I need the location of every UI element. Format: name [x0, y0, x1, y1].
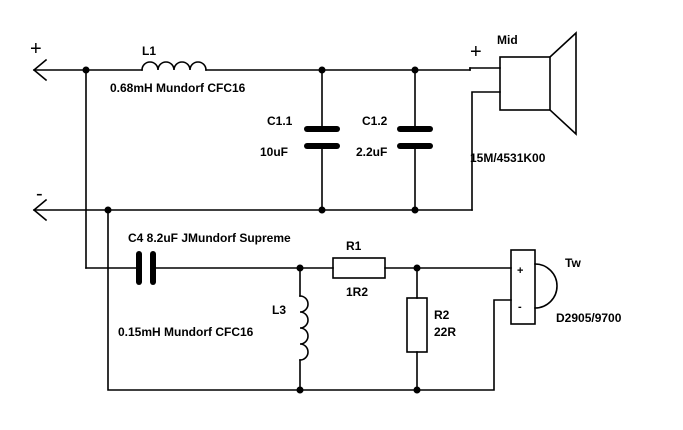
mid-minus-wire — [471, 91, 501, 211]
junction-node — [413, 264, 421, 272]
resistor-r1 — [332, 257, 386, 279]
junction-node — [411, 206, 419, 214]
mid-model-label: 15M/4531K00 — [470, 151, 546, 165]
junction-node — [82, 66, 90, 74]
positive-input-sign: + — [30, 38, 42, 60]
resistor-r2 — [406, 267, 428, 391]
l1-value-label: 0.68mH Mundorf CFC16 — [110, 81, 246, 95]
c1-2-value-label: 2.2uF — [356, 145, 387, 159]
junction-node — [296, 386, 304, 394]
r1-value-label: 1R2 — [346, 285, 368, 299]
tweeter-return-wire — [107, 209, 512, 391]
capacitor-c1-1 — [304, 69, 340, 211]
tweeter-minus-sign: - — [518, 301, 522, 313]
l3-value-label: 0.15mH Mundorf CFC16 — [118, 325, 254, 339]
junction-node — [318, 206, 326, 214]
l3-ref-label: L3 — [272, 303, 286, 317]
r2-ref-label: R2 — [434, 308, 450, 322]
junction-node — [411, 66, 419, 74]
r2-value-label: 22R — [434, 325, 456, 339]
junction-nodes — [82, 66, 421, 394]
negative-input-sign: - — [36, 183, 43, 205]
mid-name-label: Mid — [497, 33, 518, 47]
c1-2-ref-label: C1.2 — [362, 114, 388, 128]
mid-speaker-symbol — [499, 31, 577, 136]
junction-node — [296, 264, 304, 272]
r1-ref-label: R1 — [346, 239, 362, 253]
tweeter-symbol — [510, 249, 558, 325]
l1-ref-label: L1 — [142, 44, 156, 58]
c1-1-value-label: 10uF — [260, 145, 288, 159]
junction-node — [413, 386, 421, 394]
capacitor-c1-2 — [397, 69, 433, 211]
mid-plus-sign: + — [470, 41, 482, 63]
tweeter-model-label: D2905/9700 — [556, 311, 622, 325]
tweeter-name-label: Tw — [565, 256, 581, 270]
capacitor-c4 — [136, 251, 156, 285]
negative-input-arrow — [32, 198, 473, 222]
inductor-l1 — [141, 61, 207, 71]
c4-label: C4 8.2uF JMundorf Supreme — [128, 231, 291, 245]
c1-1-ref-label: C1.1 — [267, 114, 293, 128]
junction-node — [318, 66, 326, 74]
inductor-l3 — [299, 267, 309, 391]
junction-node — [104, 206, 112, 214]
tweeter-plus-sign: + — [517, 265, 523, 277]
